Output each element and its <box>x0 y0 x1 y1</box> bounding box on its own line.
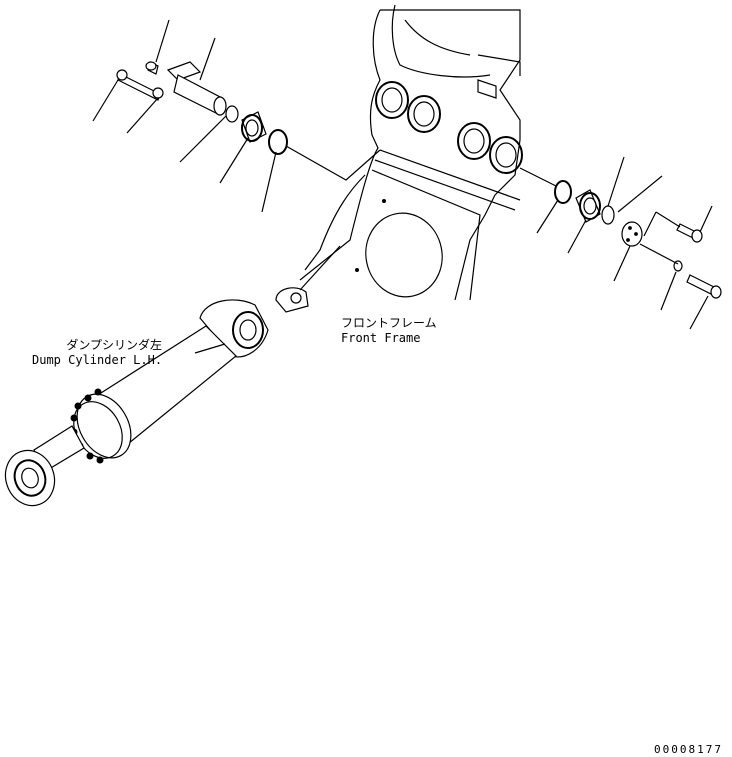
front-frame-label-jp: フロントフレーム <box>341 316 437 330</box>
front-frame <box>299 4 523 301</box>
right-pin-group <box>519 156 722 330</box>
upper-pin-group <box>92 19 381 213</box>
drawing-number: 00008177 <box>654 743 723 756</box>
dump-cylinder-label-jp: ダンプシリンダ左 <box>66 338 163 352</box>
cylinder-frame-connector <box>299 245 341 291</box>
dump-cylinder <box>4 287 309 507</box>
front-frame-label: フロントフレーム Front Frame <box>341 316 437 346</box>
front-frame-label-en: Front Frame <box>341 331 421 345</box>
dump-cylinder-label: ダンプシリンダ左 Dump Cylinder L.H. <box>32 338 162 368</box>
dump-cylinder-label-en: Dump Cylinder L.H. <box>32 353 163 367</box>
